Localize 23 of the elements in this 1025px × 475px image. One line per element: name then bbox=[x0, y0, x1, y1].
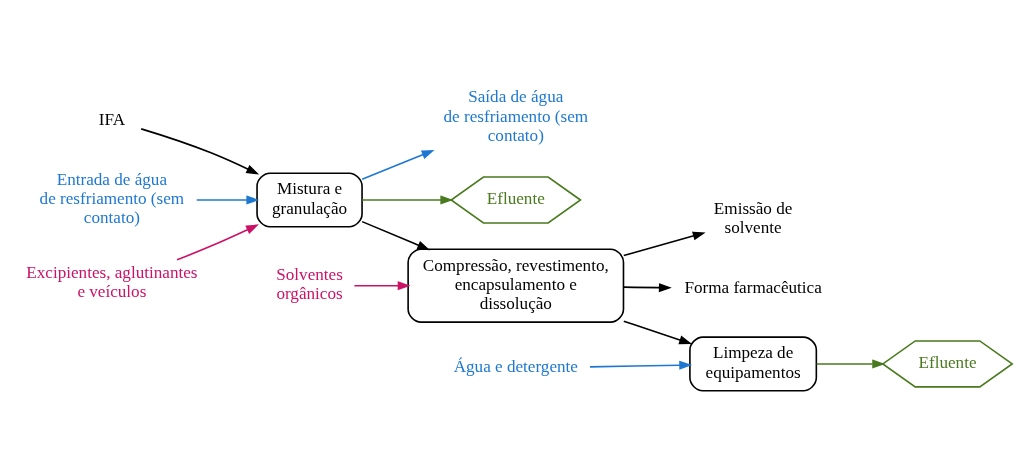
arrow bbox=[623, 231, 706, 257]
node-box: Mistura e granulação bbox=[256, 172, 363, 228]
node-text: Saída de água de resfriamento (sem contato) bbox=[443, 87, 589, 145]
node-text: Solventes orgânicos bbox=[276, 265, 343, 304]
node-text: Água e detergente bbox=[453, 357, 578, 377]
arrow bbox=[353, 281, 411, 291]
arrow bbox=[361, 220, 431, 251]
node-text: Emissão de solvente bbox=[713, 198, 793, 237]
arrow bbox=[361, 149, 435, 180]
arrow bbox=[623, 283, 672, 293]
arrow bbox=[140, 128, 260, 175]
node-box: Limpeza de equipamentos bbox=[689, 336, 818, 392]
node-text: Excipientes, aglutinantes e veículos bbox=[26, 263, 198, 302]
node-box: Compressão, revestimento, encapsulamento e dissolução bbox=[407, 248, 625, 323]
node-text: IFA bbox=[98, 109, 126, 129]
node-text: Entrada de água de resfriamento (sem contato) bbox=[39, 169, 185, 228]
arrow bbox=[589, 360, 693, 370]
arrow bbox=[195, 195, 260, 205]
node-text: Forma farmacêutica bbox=[684, 278, 822, 297]
arrow bbox=[815, 359, 886, 369]
arrow bbox=[361, 195, 454, 205]
arrow bbox=[176, 224, 259, 261]
arrow bbox=[623, 320, 693, 345]
